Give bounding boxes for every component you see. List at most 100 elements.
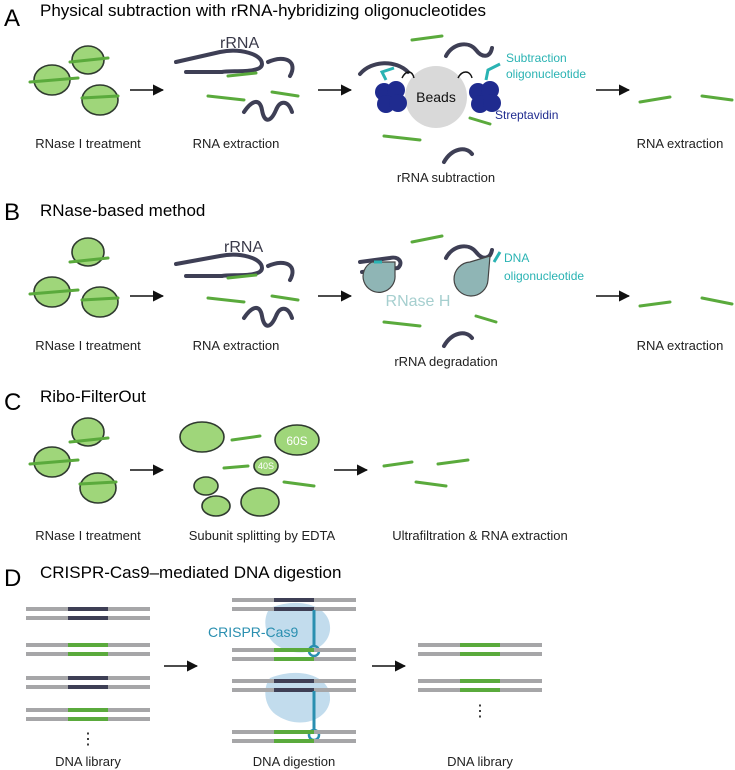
step-label: RNA extraction	[193, 338, 280, 353]
degradation-diagram: RNase H DNA oligonucleotide	[358, 234, 584, 348]
dna-fragment	[26, 607, 150, 620]
step-label: RNA extraction	[193, 136, 280, 151]
panel-b-title: RNase-based method	[40, 201, 205, 220]
dna-fragment	[232, 730, 356, 743]
large-subunit	[179, 421, 225, 453]
mrna-fragment	[282, 480, 316, 488]
mrna-fragment	[382, 134, 422, 142]
mrna-fragment	[222, 464, 250, 470]
rrna-strand	[444, 244, 494, 260]
mrna-fragment	[382, 320, 422, 328]
step-label: RNase I treatment	[35, 528, 141, 543]
rrna-strand	[242, 306, 294, 328]
mrna-fragment	[68, 56, 110, 64]
dna-fragment	[418, 643, 542, 656]
step-label: RNA extraction	[637, 136, 724, 151]
mrna-fragment	[78, 480, 118, 486]
oligo-strand	[379, 66, 395, 81]
mrna-fragment	[226, 71, 258, 78]
ribosome	[81, 286, 119, 318]
mrna-fragment	[68, 256, 110, 264]
mrna-fragment	[382, 460, 414, 468]
mrna-fragment	[414, 480, 448, 488]
mrna-fragment	[474, 314, 498, 324]
panel-b-letter: B	[4, 199, 20, 226]
rrna-strand	[174, 252, 264, 278]
panel-a: A Physical subtraction with rRNA-hybridi…	[4, 1, 734, 185]
mrna-fragment	[468, 116, 492, 126]
rrna-strand	[174, 48, 264, 74]
panel-d-letter: D	[4, 565, 21, 592]
mrna-fragment	[230, 434, 262, 442]
dna-digestion: CRISPR-Cas9	[208, 598, 356, 743]
mrna-fragment	[28, 458, 80, 466]
mrna-fragment	[206, 296, 246, 304]
small-subunit	[201, 495, 231, 517]
large-subunit-60s	[274, 424, 320, 456]
rnase-h-icon	[453, 255, 491, 297]
ellipsis: ⋮	[80, 731, 96, 748]
dna-fragment	[26, 676, 150, 689]
ribosome	[79, 472, 117, 504]
step-label: RNase I treatment	[35, 136, 141, 151]
dna-fragment	[232, 648, 356, 661]
mrna-fragment	[436, 458, 470, 466]
filtered-rna	[382, 458, 470, 488]
oligo-strand	[484, 62, 501, 81]
panel-a-letter: A	[4, 5, 20, 32]
ribosome-group-c	[28, 417, 118, 504]
mrna-fragment	[410, 34, 444, 42]
rrna-strand	[442, 331, 474, 348]
panel-d-title: CRISPR-Cas9–mediated DNA digestion	[40, 563, 341, 582]
dna-fragment	[26, 708, 150, 721]
rrna-strand	[358, 255, 403, 274]
step-label: DNA digestion	[253, 754, 335, 769]
mrna-fragment	[410, 234, 444, 244]
ribosome	[81, 84, 119, 116]
oligo-label: oligonucleotide	[506, 67, 586, 81]
large-subunit	[240, 487, 280, 517]
extracted-rna-b: rRNA	[174, 239, 300, 328]
streptavidin-icon	[375, 81, 407, 113]
panel-a-title: Physical subtraction with rRNA-hybridizi…	[40, 1, 486, 20]
mrna-fragment	[68, 436, 110, 444]
subtraction-diagram: Beads Subtraction oligonucleotide	[358, 34, 586, 164]
rrna-label: rRNA	[220, 35, 259, 52]
dna-fragment	[418, 679, 542, 692]
panel-c: C Ribo-FilterOut RNase I treatment 60S 4…	[4, 387, 568, 543]
bead	[405, 66, 467, 128]
rnase-h-icon	[362, 261, 396, 293]
mrna-fragment	[270, 90, 300, 98]
ribosome-group-b	[28, 237, 120, 318]
rrna-strand	[444, 42, 494, 58]
dna-fragment	[26, 643, 150, 656]
mrna-fragment	[638, 300, 672, 308]
step-label: RNA extraction	[637, 338, 724, 353]
oligo-label: oligonucleotide	[504, 269, 584, 283]
mrna-fragment	[206, 94, 246, 102]
step-label: Ultrafiltration & RNA extraction	[392, 528, 568, 543]
mrna-fragment	[80, 296, 120, 302]
mrna-fragment	[700, 94, 734, 102]
ellipsis: ⋮	[472, 703, 488, 720]
step-label: DNA library	[447, 754, 513, 769]
subunit-60s-label: 60S	[286, 434, 307, 448]
mrna-fragment	[638, 95, 672, 104]
extracted-rna-final-b	[638, 296, 734, 308]
dna-library-input: ⋮	[26, 607, 150, 748]
step-label: rRNA degradation	[394, 354, 497, 369]
streptavidin-icon	[469, 81, 501, 113]
panel-b: B RNase-based method RNase I treatment r…	[4, 199, 734, 369]
mrna-fragment	[80, 94, 120, 100]
rrna-strand	[266, 260, 295, 282]
mrna-fragment	[226, 273, 258, 280]
oligo-label: Subtraction	[506, 51, 567, 65]
rrna-strand	[242, 100, 294, 122]
panel-d: D CRISPR-Cas9–mediated DNA digestion	[4, 563, 542, 769]
subunit-40s-label: 40S	[258, 461, 274, 471]
rnase-h-label: RNase H	[386, 293, 451, 310]
rrna-label: rRNA	[224, 239, 263, 256]
mrna-fragment	[700, 296, 734, 306]
step-label: DNA library	[55, 754, 121, 769]
